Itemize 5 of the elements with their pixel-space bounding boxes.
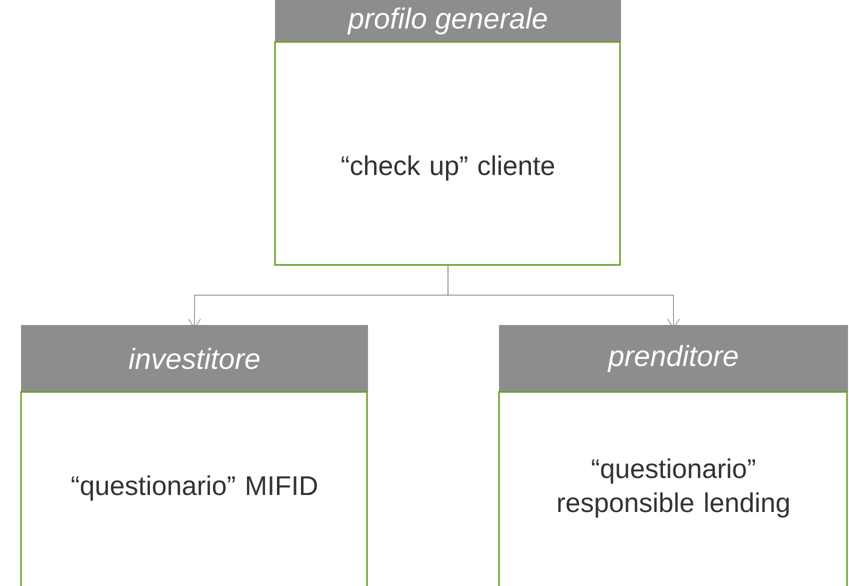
box-heading: prenditore [608, 344, 738, 372]
box-text: “questionario” responsible lending [558, 458, 789, 518]
box-heading: investitore [128, 348, 260, 370]
box-heading: profilo generale [347, 7, 547, 34]
box-text: “questionario” MIFID [72, 475, 317, 501]
